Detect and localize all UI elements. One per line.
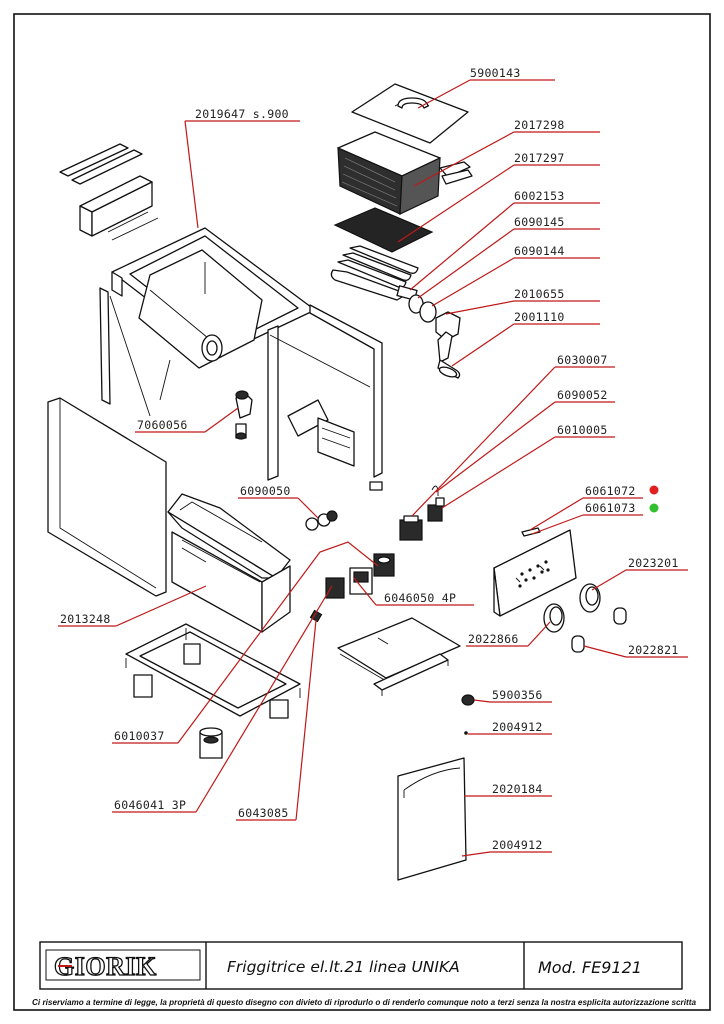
left-panel-illustration: [47, 397, 167, 597]
part-label[interactable]: 7060056: [137, 418, 188, 432]
upper-frame-illustration: [59, 143, 316, 417]
part-label[interactable]: 2001110: [514, 310, 565, 324]
knob-illustration: [571, 635, 585, 653]
relay-illustration: [373, 553, 395, 577]
knob-ring-illustration: [549, 606, 563, 626]
base-frame-illustration: [125, 623, 301, 759]
part-label[interactable]: 5900143: [470, 66, 521, 80]
part-label[interactable]: 6010037: [114, 729, 165, 743]
giorik-logo: GIORIK: [45, 949, 201, 982]
part-label[interactable]: 5900356: [492, 688, 543, 702]
control-panel-illustration: [493, 529, 577, 617]
switch-illustration: [427, 485, 445, 522]
drawing-frame: [13, 13, 711, 1011]
contactor-illustration: [349, 567, 373, 595]
green-indicator-dot: [649, 503, 659, 513]
part-label[interactable]: 2019647 s.900: [195, 107, 289, 121]
part-label[interactable]: 6090145: [514, 215, 565, 229]
side-panel-illustration: [267, 304, 383, 491]
part-label[interactable]: 6061073: [585, 501, 636, 515]
part-label[interactable]: 6046041 3P: [114, 798, 186, 812]
knob-illustration: [613, 607, 627, 625]
part-label[interactable]: 6046050 4P: [384, 591, 456, 605]
part-label[interactable]: 6090050: [240, 484, 291, 498]
lid-illustration: [351, 83, 469, 144]
knob-ring-illustration: [585, 586, 599, 606]
indicator-lamp-illustration: [521, 527, 541, 537]
contactor-illustration: [325, 577, 345, 599]
flange-illustration: [435, 311, 461, 341]
gasket-illustration: [419, 301, 437, 323]
model-number: Mod. FE9121: [538, 958, 642, 977]
part-label[interactable]: 2010655: [514, 287, 565, 301]
title-block: GIORIK Friggitrice el.lt.21 linea UNIKA …: [39, 941, 683, 990]
heating-element-illustration: [330, 245, 419, 301]
copyright-notice: Ci riserviamo a termine di legge, la pro…: [32, 997, 696, 1007]
thermostat-illustration: [399, 515, 423, 541]
part-label[interactable]: 2022821: [628, 643, 679, 657]
part-label[interactable]: 6090144: [514, 244, 565, 258]
bottom-grid-illustration: [333, 207, 434, 253]
leader-lines: [58, 79, 688, 857]
cap-illustration: [461, 694, 475, 706]
drain-valve-illustration: [235, 390, 253, 440]
red-indicator-dot: [649, 485, 659, 495]
part-label[interactable]: 6030007: [557, 353, 608, 367]
screw-illustration: [464, 731, 468, 735]
part-label[interactable]: 2004912: [492, 838, 543, 852]
drain-tap-illustration: [437, 331, 461, 379]
part-label[interactable]: 2004912: [492, 720, 543, 734]
fuse-holder-illustration: [305, 510, 338, 531]
part-label[interactable]: 6061072: [585, 484, 636, 498]
oil-tank-illustration: [167, 493, 291, 633]
drawing-title: Friggitrice el.lt.21 linea UNIKA: [227, 958, 460, 976]
part-label[interactable]: 6002153: [514, 189, 565, 203]
part-illustrations: [47, 83, 627, 881]
part-label[interactable]: 2022866: [468, 632, 519, 646]
part-label[interactable]: 2020184: [492, 782, 543, 796]
part-label[interactable]: 6090052: [557, 388, 608, 402]
part-label[interactable]: 2013248: [60, 612, 111, 626]
basket-illustration: [337, 131, 473, 215]
part-label[interactable]: 6043085: [238, 806, 289, 820]
part-label[interactable]: 2017298: [514, 118, 565, 132]
part-label[interactable]: 2017297: [514, 151, 565, 165]
mounting-plate-illustration: [337, 617, 461, 696]
part-label[interactable]: 6010005: [557, 423, 608, 437]
terminal-illustration: [309, 609, 323, 623]
part-label[interactable]: 2023201: [628, 556, 679, 570]
door-illustration: [397, 757, 467, 881]
part-labels: 5900143 2019647 s.900 2017298 2017297 60…: [60, 66, 679, 852]
